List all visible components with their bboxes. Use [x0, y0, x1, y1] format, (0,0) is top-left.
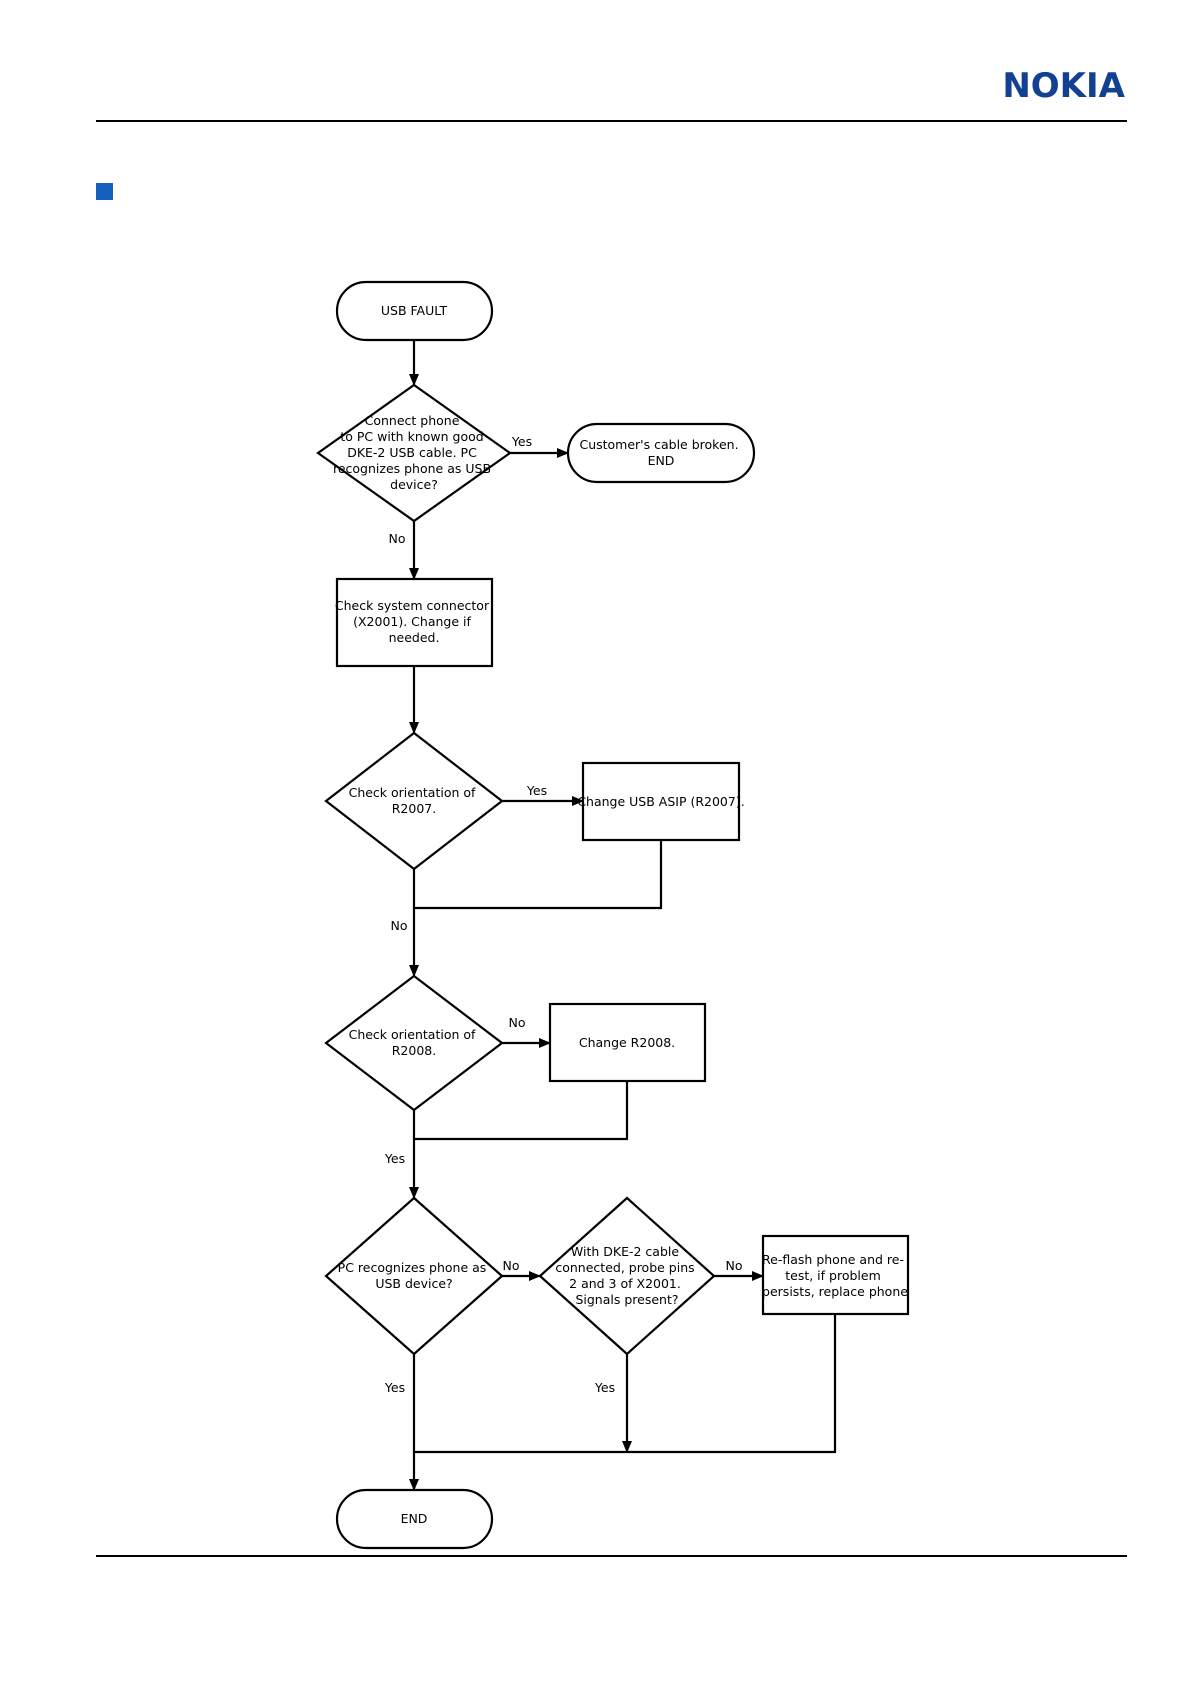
- label-end: END: [401, 1511, 428, 1526]
- edge-label-r2007-no: No: [391, 918, 408, 933]
- edge-label-r2008-no: No: [509, 1015, 526, 1030]
- edge-asip-return: [414, 840, 663, 910]
- footer-rule: [96, 1555, 1127, 1557]
- label-check-connector: Check system connector (X2001). Change i…: [335, 598, 493, 645]
- label-q-probe: With DKE-2 cable connected, probe pins 2…: [555, 1244, 698, 1307]
- edge-label-probe-no: No: [726, 1258, 743, 1273]
- edge-label-r2008-yes: Yes: [384, 1151, 405, 1166]
- label-cable-broken: Customer's cable broken. END: [579, 437, 742, 468]
- edge-label-pc-no: No: [503, 1258, 520, 1273]
- edge-reflash-return: [414, 1314, 837, 1454]
- edge-label-r2007-yes: Yes: [526, 783, 547, 798]
- label-q-r2007: Check orientation of R2007.: [349, 785, 480, 816]
- edge-label-probe-yes: Yes: [594, 1380, 615, 1395]
- label-q-r2008: Check orientation of R2008.: [349, 1027, 480, 1058]
- edge-r2008-return: [414, 1081, 629, 1141]
- edge-label-connect-no: No: [389, 531, 406, 546]
- label-q-pc-recognizes: PC recognizes phone as USB device?: [338, 1260, 491, 1291]
- label-q-connect: Connect phone to PC with known good DKE-…: [333, 413, 495, 492]
- edge-label-connect-yes: Yes: [511, 434, 532, 449]
- label-change-r2008: Change R2008.: [579, 1035, 675, 1050]
- label-reflash: Re-flash phone and re- test, if problem …: [762, 1252, 908, 1299]
- nokia-logo: NOKIA: [1002, 66, 1125, 106]
- label-usb-fault: USB FAULT: [381, 303, 448, 318]
- edge-label-pc-yes: Yes: [384, 1380, 405, 1395]
- label-change-asip: Change USB ASIP (R2007).: [577, 794, 744, 809]
- section-bullet-icon: [96, 183, 113, 200]
- header-rule: [96, 120, 1127, 122]
